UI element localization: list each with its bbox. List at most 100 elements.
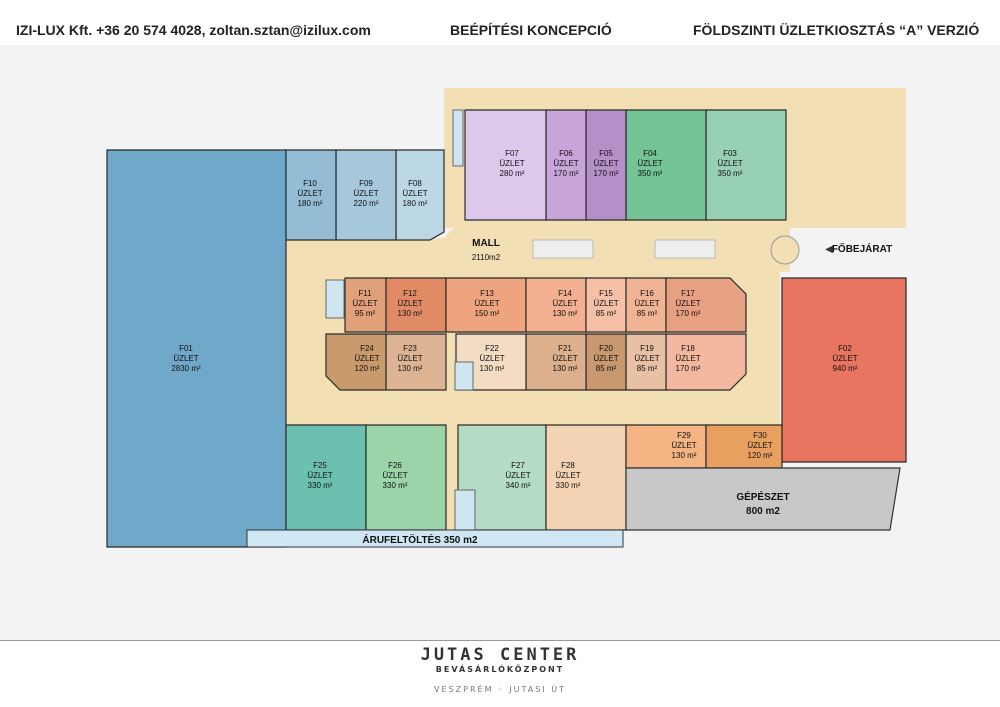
unit-area-f09: 220 m² bbox=[354, 199, 379, 208]
unit-area-f26: 330 m² bbox=[383, 481, 408, 490]
mall-name: MALL bbox=[472, 238, 500, 249]
unit-area-f02: 940 m² bbox=[833, 364, 858, 373]
unit-id-f05: F05 bbox=[599, 149, 613, 158]
unit-id-f15: F15 bbox=[599, 289, 613, 298]
unit-f17 bbox=[665, 277, 747, 333]
unit-id-f16: F16 bbox=[640, 289, 654, 298]
unit-f02 bbox=[781, 277, 907, 463]
unit-area-f27: 340 m² bbox=[506, 481, 531, 490]
unit-area-f12: 130 m² bbox=[398, 309, 423, 318]
unit-type-f02: ÜZLET bbox=[832, 354, 857, 363]
units-layer bbox=[106, 109, 907, 548]
unit-type-f13: ÜZLET bbox=[474, 299, 499, 308]
unit-id-f01: F01 bbox=[179, 344, 193, 353]
loading-strip bbox=[246, 529, 624, 548]
unit-id-f14: F14 bbox=[558, 289, 572, 298]
escalator bbox=[532, 239, 716, 259]
unit-type-f12: ÜZLET bbox=[397, 299, 422, 308]
concept-title: BEÉPÍTÉSI KONCEPCIÓ bbox=[450, 22, 612, 38]
arrow-left-icon: ◀ bbox=[825, 244, 833, 255]
unit-type-f18: ÜZLET bbox=[675, 354, 700, 363]
unit-id-f17: F17 bbox=[681, 289, 695, 298]
unit-type-f22: ÜZLET bbox=[479, 354, 504, 363]
unit-area-f04: 350 m² bbox=[638, 169, 663, 178]
unit-area-f10: 180 m² bbox=[298, 199, 323, 208]
unit-area-f23: 130 m² bbox=[398, 364, 423, 373]
unit-area-f16: 85 m² bbox=[637, 309, 658, 318]
unit-area-f06: 170 m² bbox=[554, 169, 579, 178]
unit-type-f19: ÜZLET bbox=[634, 354, 659, 363]
unit-id-f03: F03 bbox=[723, 149, 737, 158]
unit-id-f27: F27 bbox=[511, 461, 525, 470]
unit-id-f12: F12 bbox=[403, 289, 417, 298]
stairs bbox=[325, 109, 476, 539]
unit-type-f14: ÜZLET bbox=[552, 299, 577, 308]
unit-type-f03: ÜZLET bbox=[717, 159, 742, 168]
unit-type-f25: ÜZLET bbox=[307, 471, 332, 480]
unit-type-f04: ÜZLET bbox=[637, 159, 662, 168]
unit-id-f19: F19 bbox=[640, 344, 654, 353]
unit-type-f20: ÜZLET bbox=[593, 354, 618, 363]
unit-type-f17: ÜZLET bbox=[675, 299, 700, 308]
unit-id-f08: F08 bbox=[408, 179, 422, 188]
unit-area-f11: 95 m² bbox=[355, 309, 376, 318]
unit-area-f07: 280 m² bbox=[500, 169, 525, 178]
unit-type-f10: ÜZLET bbox=[297, 189, 322, 198]
unit-area-f01: 2830 m² bbox=[171, 364, 201, 373]
unit-id-f04: F04 bbox=[643, 149, 657, 158]
machinery-name: GÉPÉSZET bbox=[736, 490, 789, 503]
unit-type-f09: ÜZLET bbox=[353, 189, 378, 198]
unit-type-f27: ÜZLET bbox=[505, 471, 530, 480]
unit-id-f02: F02 bbox=[838, 344, 852, 353]
unit-f10 bbox=[285, 149, 337, 241]
unit-id-f29: F29 bbox=[677, 431, 691, 440]
unit-type-f07: ÜZLET bbox=[499, 159, 524, 168]
unit-id-f25: F25 bbox=[313, 461, 327, 470]
unit-type-f15: ÜZLET bbox=[593, 299, 618, 308]
unit-area-f28: 330 m² bbox=[556, 481, 581, 490]
unit-type-f30: ÜZLET bbox=[747, 441, 772, 450]
footer-divider bbox=[0, 640, 1000, 641]
unit-id-f10: F10 bbox=[303, 179, 317, 188]
company-contact: IZI-LUX Kft. +36 20 574 4028, zoltan.szt… bbox=[16, 22, 371, 38]
unit-type-f08: ÜZLET bbox=[402, 189, 427, 198]
header-bar: IZI-LUX Kft. +36 20 574 4028, zoltan.szt… bbox=[0, 0, 1000, 45]
unit-type-f21: ÜZLET bbox=[552, 354, 577, 363]
unit-type-f29: ÜZLET bbox=[671, 441, 696, 450]
unit-area-f20: 85 m² bbox=[596, 364, 617, 373]
unit-area-f21: 130 m² bbox=[553, 364, 578, 373]
unit-id-f20: F20 bbox=[599, 344, 613, 353]
unit-type-f28: ÜZLET bbox=[555, 471, 580, 480]
unit-id-f18: F18 bbox=[681, 344, 695, 353]
version-title: FÖLDSZINTI ÜZLETKIOSZTÁS “A” VERZIÓ bbox=[693, 22, 980, 38]
unit-type-f16: ÜZLET bbox=[634, 299, 659, 308]
unit-id-f09: F09 bbox=[359, 179, 373, 188]
unit-type-f01: ÜZLET bbox=[173, 354, 198, 363]
machinery-area: 800 m2 bbox=[746, 506, 780, 517]
unit-area-f30: 120 m² bbox=[748, 451, 773, 460]
unit-area-f05: 170 m² bbox=[594, 169, 619, 178]
unit-type-f24: ÜZLET bbox=[354, 354, 379, 363]
unit-id-f21: F21 bbox=[558, 344, 572, 353]
unit-area-f25: 330 m² bbox=[308, 481, 333, 490]
unit-area-f13: 150 m² bbox=[475, 309, 500, 318]
unit-id-f23: F23 bbox=[403, 344, 417, 353]
brand-subtitle: BEVÁSÁRLÓKÖZPONT bbox=[435, 665, 565, 674]
unit-id-f06: F06 bbox=[559, 149, 573, 158]
unit-id-f13: F13 bbox=[480, 289, 494, 298]
unit-type-f11: ÜZLET bbox=[352, 299, 377, 308]
brand-location: VESZPRÉM ◦ JUTASI ÚT bbox=[434, 685, 566, 694]
unit-f24 bbox=[325, 333, 387, 391]
unit-id-f30: F30 bbox=[753, 431, 767, 440]
unit-f01 bbox=[106, 149, 287, 548]
unit-area-f17: 170 m² bbox=[676, 309, 701, 318]
unit-f07 bbox=[464, 109, 547, 221]
loading-label: ÁRUFELTÖLTÉS 350 m2 bbox=[362, 533, 478, 546]
unit-id-f22: F22 bbox=[485, 344, 499, 353]
brand-title: JUTAS CENTER bbox=[420, 645, 580, 665]
unit-area-f29: 130 m² bbox=[672, 451, 697, 460]
unit-id-f26: F26 bbox=[388, 461, 402, 470]
machinery-area bbox=[625, 467, 901, 531]
unit-type-f26: ÜZLET bbox=[382, 471, 407, 480]
